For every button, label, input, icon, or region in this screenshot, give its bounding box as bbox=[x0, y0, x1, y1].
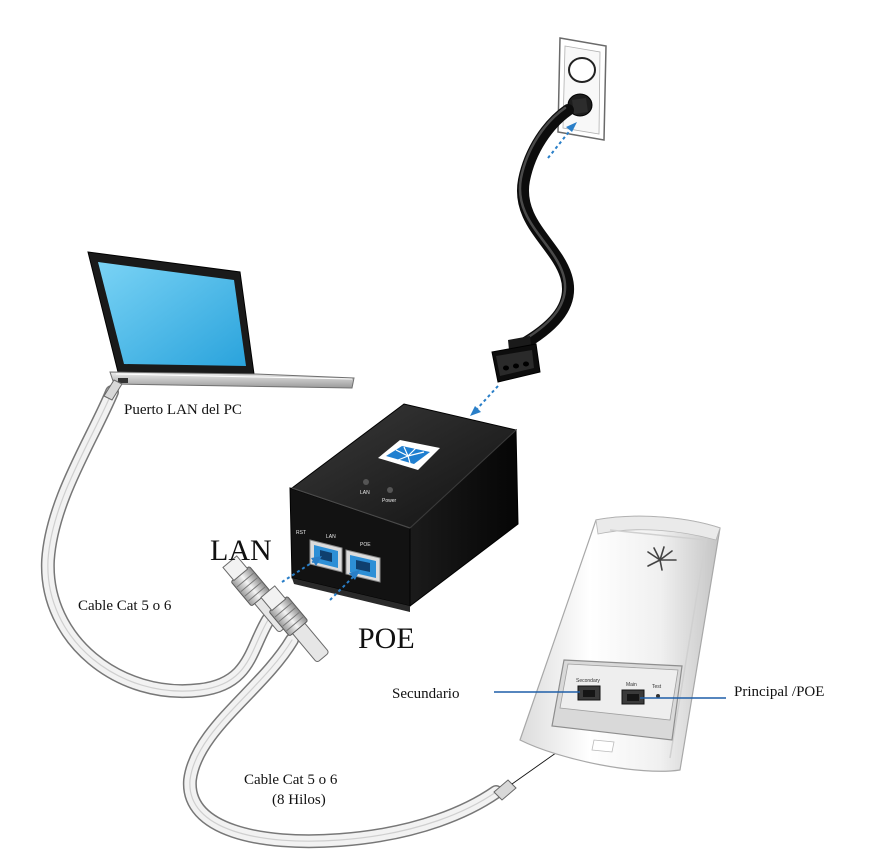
led-power-label: Power bbox=[382, 498, 397, 504]
wall-outlet-icon bbox=[557, 37, 607, 141]
led-lan-indicator bbox=[363, 479, 369, 485]
port-rst-label: RST bbox=[296, 530, 306, 536]
laptop-icon bbox=[87, 251, 355, 389]
label-cable-top: Cable Cat 5 o 6 bbox=[78, 598, 172, 614]
led-power-indicator bbox=[387, 487, 393, 493]
label-lan: LAN bbox=[210, 534, 272, 567]
outdoor-radio-device bbox=[519, 515, 721, 772]
rj45-plug-radio-icon bbox=[493, 779, 517, 801]
ethernet-cable-poe-to-radio bbox=[182, 633, 503, 849]
guide-arrow-to-poe-port bbox=[329, 570, 360, 601]
injector-lan-port[interactable] bbox=[309, 539, 343, 573]
label-poe: POE bbox=[358, 622, 415, 655]
port-lan-label: LAN bbox=[326, 534, 336, 540]
radio-ports: Secondary Main Test bbox=[576, 678, 662, 705]
radio-port-main-label: Main bbox=[626, 682, 637, 688]
label-secondary: Secundario bbox=[392, 686, 459, 702]
poe-injector bbox=[289, 403, 519, 612]
radio-ubiquiti-logo-icon bbox=[647, 546, 677, 571]
radio-port-test-label: Test bbox=[652, 684, 662, 690]
injector-leds: LAN Power bbox=[360, 479, 397, 504]
ethernet-cable-laptop-to-lan bbox=[40, 385, 275, 699]
power-cord bbox=[508, 104, 574, 360]
guide-arrow-plug-to-outlet bbox=[547, 122, 577, 159]
radio-test-button[interactable] bbox=[656, 694, 660, 698]
port-poe-label: POE bbox=[360, 542, 371, 548]
radio-main-port[interactable] bbox=[621, 689, 645, 705]
guide-arrow-to-lan-port bbox=[281, 556, 322, 583]
rj45-plug-laptop-icon bbox=[103, 379, 123, 401]
rj45-plug-poe-icon bbox=[260, 585, 329, 662]
power-plug-icon bbox=[491, 343, 541, 383]
label-main-poe: Principal /POE bbox=[734, 684, 824, 700]
label-cable-bottom-line2: (8 Hilos) bbox=[272, 792, 326, 808]
label-cable-bottom-line1: Cable Cat 5 o 6 bbox=[244, 772, 338, 788]
radio-secondary-port[interactable] bbox=[577, 685, 601, 701]
radio-port-secondary-label: Secondary bbox=[576, 678, 600, 684]
label-pc-lan-port: Puerto LAN del PC bbox=[124, 402, 242, 418]
ubiquiti-logo-icon bbox=[378, 440, 440, 470]
led-lan-label: LAN bbox=[360, 490, 370, 496]
guide-arrow-plug-to-injector bbox=[470, 385, 499, 416]
